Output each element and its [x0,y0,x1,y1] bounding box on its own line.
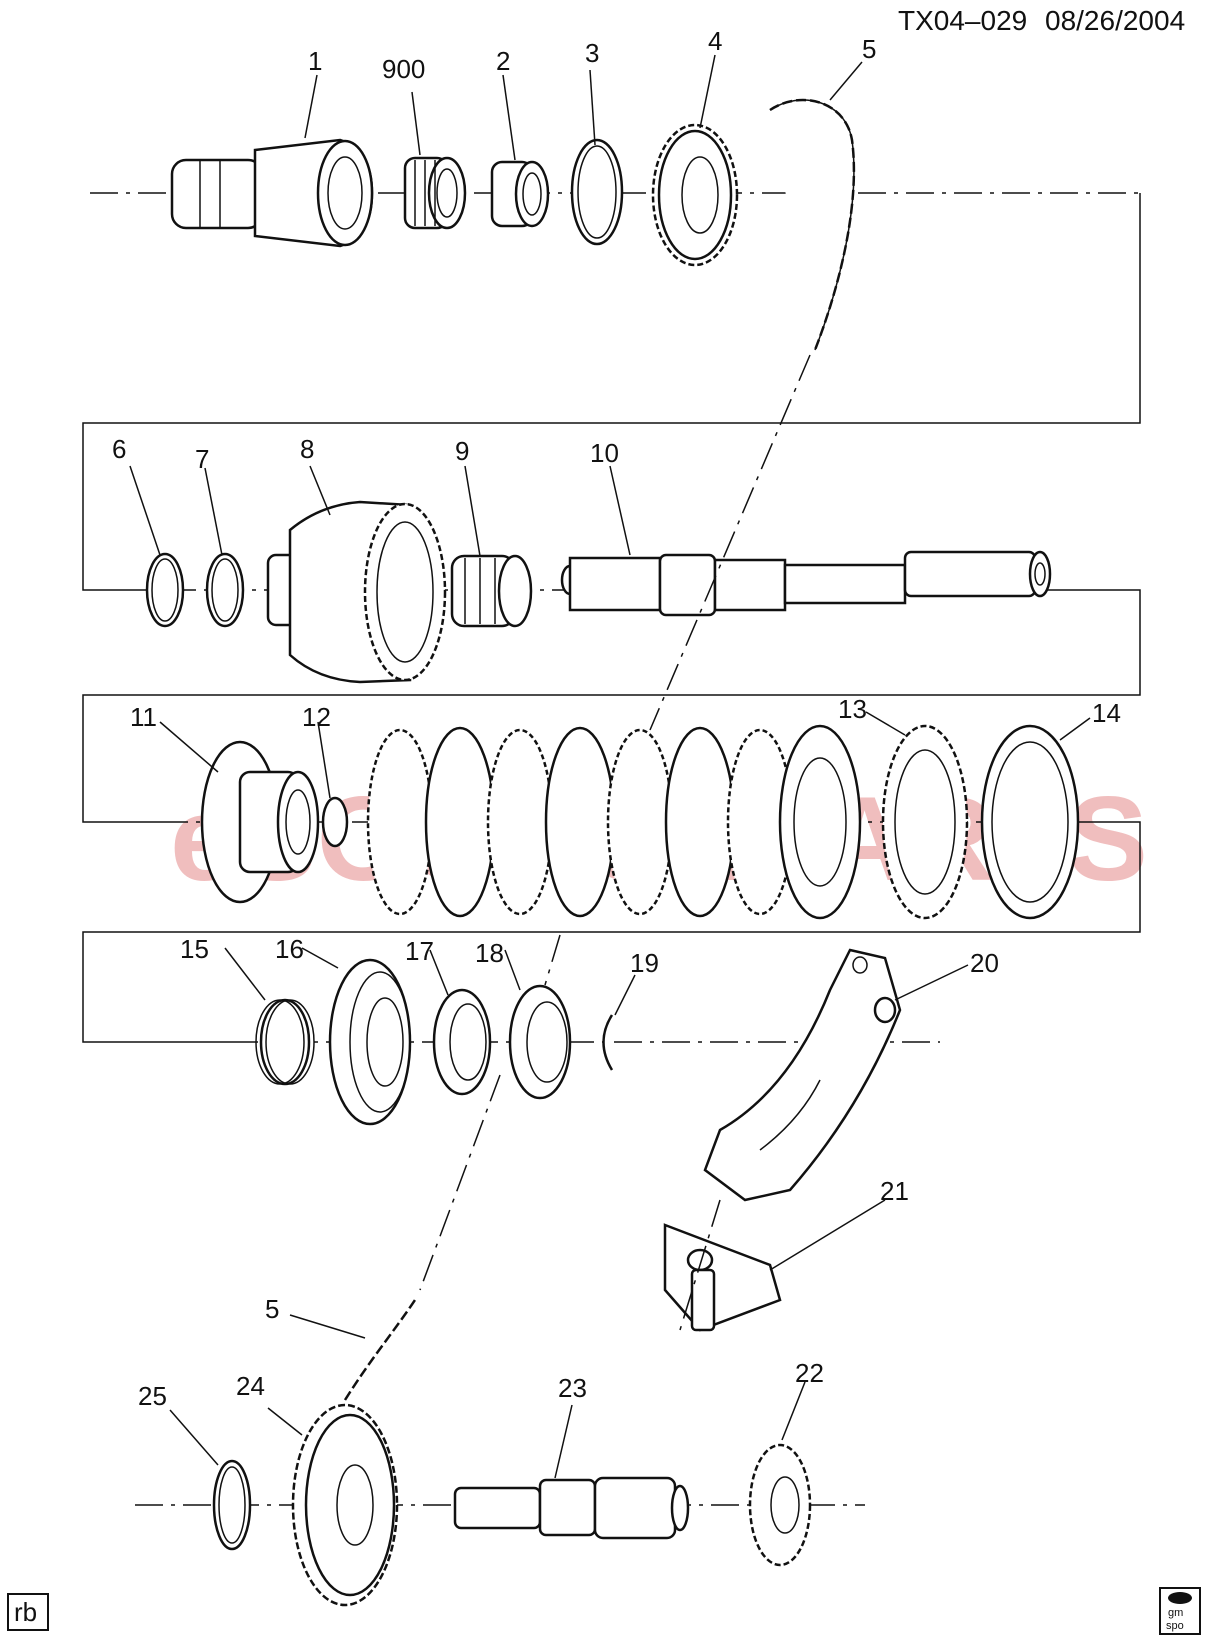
part-17-seal [432,988,492,1096]
gm-spo-logo: gm spo [1159,1587,1201,1635]
callout-15: 15 [180,934,209,964]
part-23-output-shaft [453,1476,690,1540]
callout-4: 4 [708,26,722,56]
part-4-drive-sprocket [651,123,739,267]
callout-19: 19 [630,948,659,978]
part-8-clutch-drum [266,500,447,684]
callout-24: 24 [236,1371,265,1401]
part-25-snap-ring [212,1459,252,1551]
part-9-bearing [450,554,533,628]
part-2-bearing [490,160,550,228]
callout-3: 3 [585,38,599,68]
callout-8: 8 [300,434,314,464]
callout-17: 17 [405,936,434,966]
callout-labels: 1 900 2 3 4 5 6 7 8 9 10 11 12 13 14 15 … [112,26,1121,1411]
part-5-drive-chain-upper [769,98,856,351]
callout-9: 9 [455,436,469,466]
gm-logo-line1: gm [1168,1607,1183,1619]
gm-logo-line2: spo [1166,1620,1184,1632]
callout-10: 10 [590,438,619,468]
clutch-pack [366,724,862,920]
callout-2: 2 [496,46,510,76]
part-3-snap-ring [570,138,624,246]
callout-21: 21 [880,1176,909,1206]
part-6-snap-ring [145,552,185,628]
part-5-drive-chain-lower [343,1299,417,1401]
callout-20: 20 [970,948,999,978]
callout-5-upper: 5 [862,34,876,64]
part-900-needle-bearing [403,156,467,230]
part-13-clutch-plate [881,724,969,920]
part-15-spring [255,998,315,1086]
callout-12: 12 [302,702,331,732]
callout-900: 900 [382,54,425,84]
part-14-pressure-plate [980,724,1080,920]
doc-code: TX04–029 [898,5,1027,36]
part-21-shift-lever [663,1223,782,1332]
callout-18: 18 [475,938,504,968]
callout-6: 6 [112,434,126,464]
callout-11: 11 [130,702,157,732]
part-19-retaining-ring [602,1014,614,1071]
part-12-o-ring [321,796,349,848]
part-24-driven-sprocket [291,1403,399,1607]
part-20-shift-fork [703,948,902,1202]
part-7-snap-ring [205,552,245,628]
callout-7: 7 [195,444,209,474]
part-11-clutch-hub [200,740,320,904]
callout-16: 16 [275,934,304,964]
part-10-mainshaft [560,550,1052,617]
rb-badge: rb [7,1593,49,1631]
doc-date: 08/26/2004 [1045,5,1185,36]
part-16-piston [328,958,412,1126]
part-1-housing [170,138,374,248]
callout-13: 13 [838,694,867,724]
part-18-seal [508,984,572,1100]
callout-5-lower: 5 [265,1294,279,1324]
callout-14: 14 [1092,698,1121,728]
callout-22: 22 [795,1358,824,1388]
rb-badge-label: rb [14,1597,37,1627]
callout-25: 25 [138,1381,167,1411]
callout-23: 23 [558,1373,587,1403]
part-22-speedo-gear [748,1443,812,1567]
leader-lines [129,54,1091,1479]
callout-1: 1 [308,46,322,76]
